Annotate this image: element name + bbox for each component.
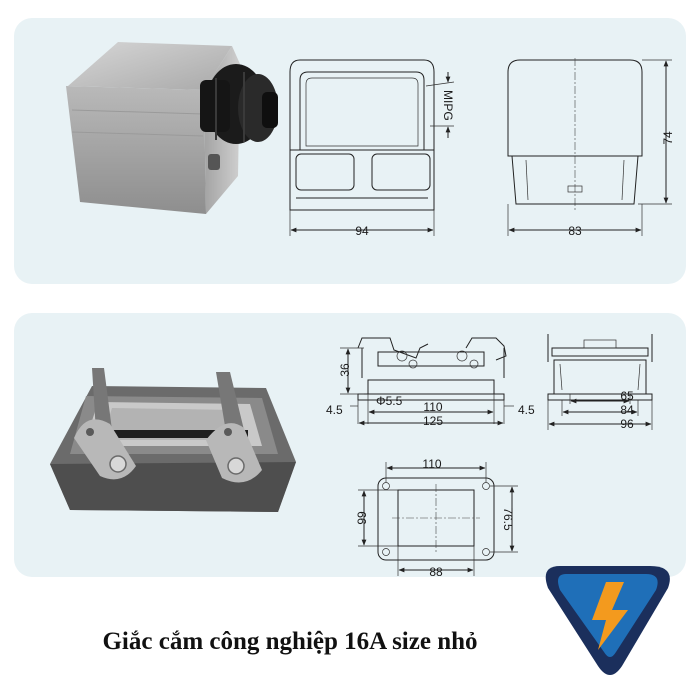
dim-left-4-5: 4.5: [326, 403, 343, 417]
lightning-bolt-logo-icon: [545, 566, 670, 675]
dim-cutout-88: 88: [429, 565, 443, 579]
caption-title: Giắc cắm công nghiệp 16A size nhỏ: [102, 628, 478, 655]
hood-side-drawing: [507, 58, 672, 236]
dim-96: 96: [620, 417, 634, 431]
dim-84: 84: [620, 403, 634, 417]
dim-110: 110: [423, 400, 442, 414]
dim-right-4-5: 4.5: [518, 403, 535, 417]
dim-height-74: 74: [661, 131, 675, 145]
base-front-drawing: [340, 337, 514, 426]
base-side-drawing: [547, 334, 653, 430]
dim-cutout-76-5: 76.5: [501, 507, 515, 531]
dim-cutout-99: 99: [355, 511, 369, 525]
dim-cutout-110: 110: [422, 457, 441, 471]
dim-65: 65: [620, 389, 634, 403]
dim-hole-5-5: Φ5.5: [376, 394, 403, 408]
hood-photo: [66, 42, 278, 214]
dim-125: 125: [423, 414, 443, 428]
hood-front-drawing: [289, 59, 455, 236]
base-cutout-drawing: [358, 462, 518, 576]
dim-depth-83: 83: [568, 224, 582, 238]
dim-width-94: 94: [355, 224, 369, 238]
dim-36: 36: [338, 363, 352, 377]
dim-thread-mipg: MIPG: [441, 90, 455, 121]
base-photo: [50, 368, 296, 512]
